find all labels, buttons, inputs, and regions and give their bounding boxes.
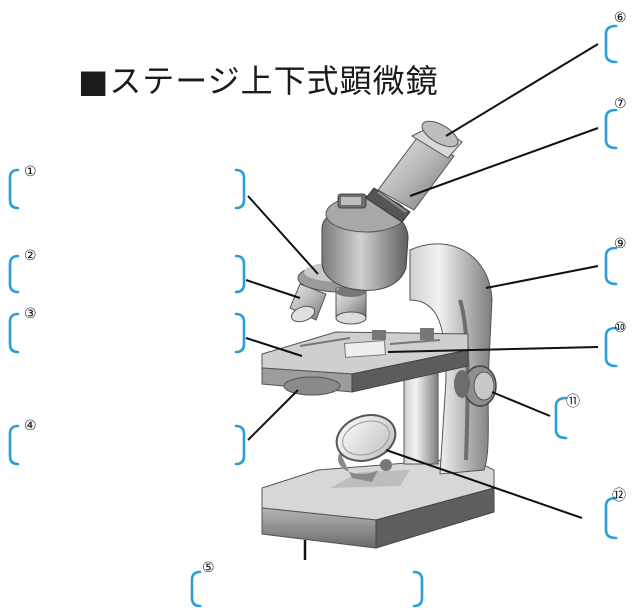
label-5: ⑤ <box>202 560 215 576</box>
bracket-5-left <box>190 570 202 608</box>
bracket-10-left <box>604 326 618 368</box>
bracket-2-right <box>234 254 246 294</box>
leader-line-6 <box>445 43 599 137</box>
bracket-12-left <box>604 496 618 540</box>
leader-line-10 <box>387 346 599 353</box>
leader-line-3 <box>245 337 303 357</box>
answer-brackets <box>8 24 618 608</box>
bracket-4-right <box>234 424 246 466</box>
label-1: ① <box>24 164 37 180</box>
label-4: ④ <box>24 418 37 434</box>
diaphragm <box>283 376 341 396</box>
leader-line-2 <box>245 279 301 299</box>
label-6: ⑥ <box>614 10 627 26</box>
mirror <box>335 414 397 482</box>
leader-line-12 <box>385 449 583 519</box>
diagram-title: ■ステージ上下式顕微鏡 <box>78 62 439 100</box>
leader-line-9 <box>485 265 599 289</box>
label-7: ⑦ <box>614 96 627 112</box>
bracket-4-left <box>8 424 20 466</box>
bracket-2-left <box>8 254 20 294</box>
bracket-11-left <box>554 396 568 440</box>
bracket-3-right <box>234 312 246 354</box>
label-9: ⑨ <box>614 236 627 252</box>
eyepiece-tube <box>365 120 463 223</box>
label-3: ③ <box>24 306 37 322</box>
bracket-3-left <box>8 312 20 354</box>
microscope-base <box>261 457 495 560</box>
label-11: ⑪ <box>566 394 580 410</box>
number-labels: ① ② ③ ④ ⑤ ⑥ ⑦ ⑨ ⑩ ⑪ ⑫ <box>24 10 627 576</box>
focus-knob <box>454 365 497 407</box>
microscope <box>261 120 497 560</box>
label-12: ⑫ <box>612 488 626 504</box>
bracket-5-right <box>412 570 424 608</box>
bracket-9-left <box>604 246 618 286</box>
leader-lines <box>245 43 599 519</box>
bracket-1-right <box>234 168 246 210</box>
bracket-6-left <box>604 24 618 64</box>
bracket-1-left <box>8 168 20 210</box>
bracket-7-left <box>604 108 618 150</box>
label-10: ⑩ <box>614 320 627 336</box>
objective-lenses <box>289 283 367 325</box>
leader-line-4 <box>247 389 299 441</box>
label-2: ② <box>24 248 37 264</box>
leader-line-1 <box>247 195 319 275</box>
leader-line-7 <box>409 127 599 197</box>
leader-line-11 <box>491 391 551 417</box>
stage-pillar <box>403 371 439 465</box>
